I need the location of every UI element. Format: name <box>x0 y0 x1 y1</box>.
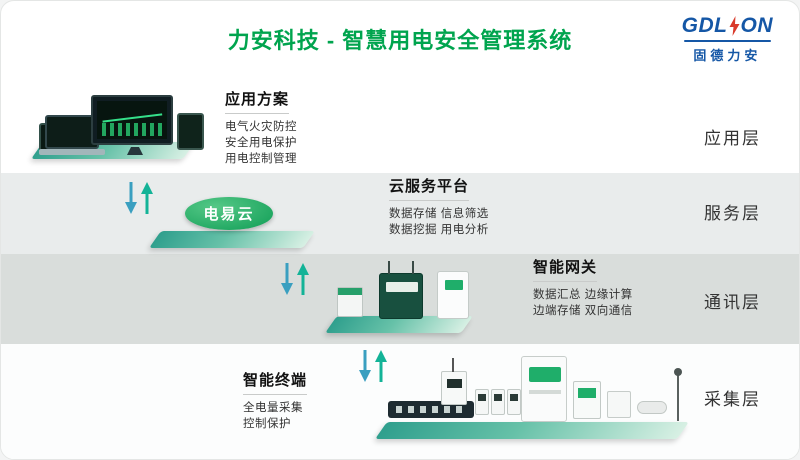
layer-label-collection: 采集层 <box>704 390 761 409</box>
monitor-screen <box>97 101 167 139</box>
gateway-label-plate <box>386 282 418 292</box>
laptop-base <box>39 149 105 155</box>
logo-underline <box>683 40 771 42</box>
din-module-2 <box>491 389 505 415</box>
din-module-1 <box>475 389 489 415</box>
logo-wordmark: GDL ON <box>682 14 773 38</box>
arrow-down-icon <box>125 182 137 214</box>
arrow-down-icon <box>281 263 293 295</box>
gateway-module-small <box>337 287 363 317</box>
application-devices-illustration <box>39 93 209 165</box>
service-line-2: 数据挖掘 用电分析 <box>389 224 489 236</box>
terminal-devices-illustration <box>383 353 693 425</box>
chart-bars-decoration <box>102 123 162 136</box>
arrow-up-icon <box>141 182 153 214</box>
application-line-2: 安全用电保护 <box>225 137 297 149</box>
communication-heading: 智能网关 <box>533 256 598 282</box>
communication-line-1: 数据汇总 边缘计算 <box>533 289 633 301</box>
application-line-1: 电气火灾防控 <box>225 121 297 133</box>
power-strip-illustration <box>388 401 474 418</box>
service-heading: 云服务平台 <box>389 175 470 201</box>
logo-subtitle: 固德力安 <box>693 48 762 63</box>
gateway-antenna-left <box>388 261 390 274</box>
arrows-app-service <box>125 182 153 214</box>
meter-green-screen <box>573 381 601 419</box>
arrow-down-icon <box>359 350 371 382</box>
gdlion-logo: GDL ON 固德力安 <box>682 14 773 64</box>
application-line-3: 用电控制管理 <box>225 153 297 165</box>
tablet-illustration <box>177 113 204 150</box>
communication-info-block: 智能网关 数据汇总 边缘计算 边端存储 双向通信 <box>533 256 633 319</box>
gateway-devices-illustration <box>333 261 478 319</box>
application-info-block: 应用方案 电气火灾防控 安全用电保护 用电控制管理 <box>225 88 297 167</box>
meter-with-antenna <box>441 358 467 405</box>
service-line-1: 数据存储 信息筛选 <box>389 208 489 220</box>
gateway-antenna-right <box>412 261 414 274</box>
monitor-stand <box>127 147 143 155</box>
sensor-capsule <box>637 401 667 414</box>
cabinet-slot <box>529 390 561 394</box>
monitor-illustration <box>91 95 173 145</box>
logo-text-left: GDL <box>681 14 728 37</box>
service-platform <box>149 231 315 248</box>
gateway-cabinet <box>437 271 469 319</box>
page-title: 力安科技 - 智慧用电安全管理系统 <box>227 28 573 53</box>
control-cabinet <box>521 356 567 422</box>
layer-label-service: 服务层 <box>704 204 761 223</box>
band-service-layer <box>1 173 799 254</box>
layer-label-communication: 通讯层 <box>704 293 761 312</box>
cabinet-screen <box>529 367 561 382</box>
din-module-3 <box>507 389 521 415</box>
cloud-ellipse: 电易云 <box>185 197 273 230</box>
service-info-block: 云服务平台 数据存储 信息筛选 数据挖掘 用电分析 <box>389 175 489 238</box>
gateway-box <box>379 261 423 319</box>
chart-line-decoration <box>101 107 163 123</box>
arrows-service-comm <box>281 263 309 295</box>
laptop-illustration <box>45 115 99 149</box>
terminal-box <box>607 391 631 418</box>
collection-info-block: 智能终端 全电量采集 控制保护 <box>243 369 308 432</box>
antenna-icon <box>674 368 682 421</box>
arrow-up-icon <box>297 263 309 295</box>
gateway-screen <box>445 280 463 290</box>
arrow-up-icon <box>375 350 387 382</box>
collection-line-1: 全电量采集 <box>243 402 303 414</box>
application-heading: 应用方案 <box>225 88 290 114</box>
communication-line-2: 边端存储 双向通信 <box>533 305 633 317</box>
layer-label-application: 应用层 <box>704 129 761 148</box>
collection-line-2: 控制保护 <box>243 418 291 430</box>
lightning-bolt-icon <box>729 16 739 36</box>
arrows-comm-collect <box>359 350 387 382</box>
collection-heading: 智能终端 <box>243 369 308 395</box>
logo-text-right: ON <box>740 14 773 37</box>
